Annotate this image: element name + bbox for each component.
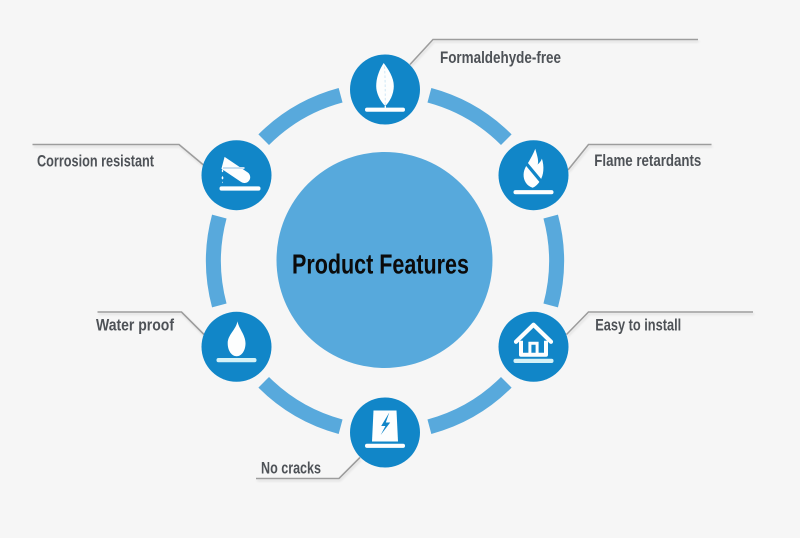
svg-text:No cracks: No cracks [261,460,321,478]
svg-text:Easy to install: Easy to install [595,317,681,335]
svg-text:Water proof: Water proof [96,317,174,335]
svg-text:Corrosion resistant: Corrosion resistant [37,153,154,171]
svg-text:Product Features: Product Features [292,248,469,279]
svg-text:Formaldehyde-free: Formaldehyde-free [440,49,561,67]
svg-text:Flame retardants: Flame retardants [594,152,701,170]
